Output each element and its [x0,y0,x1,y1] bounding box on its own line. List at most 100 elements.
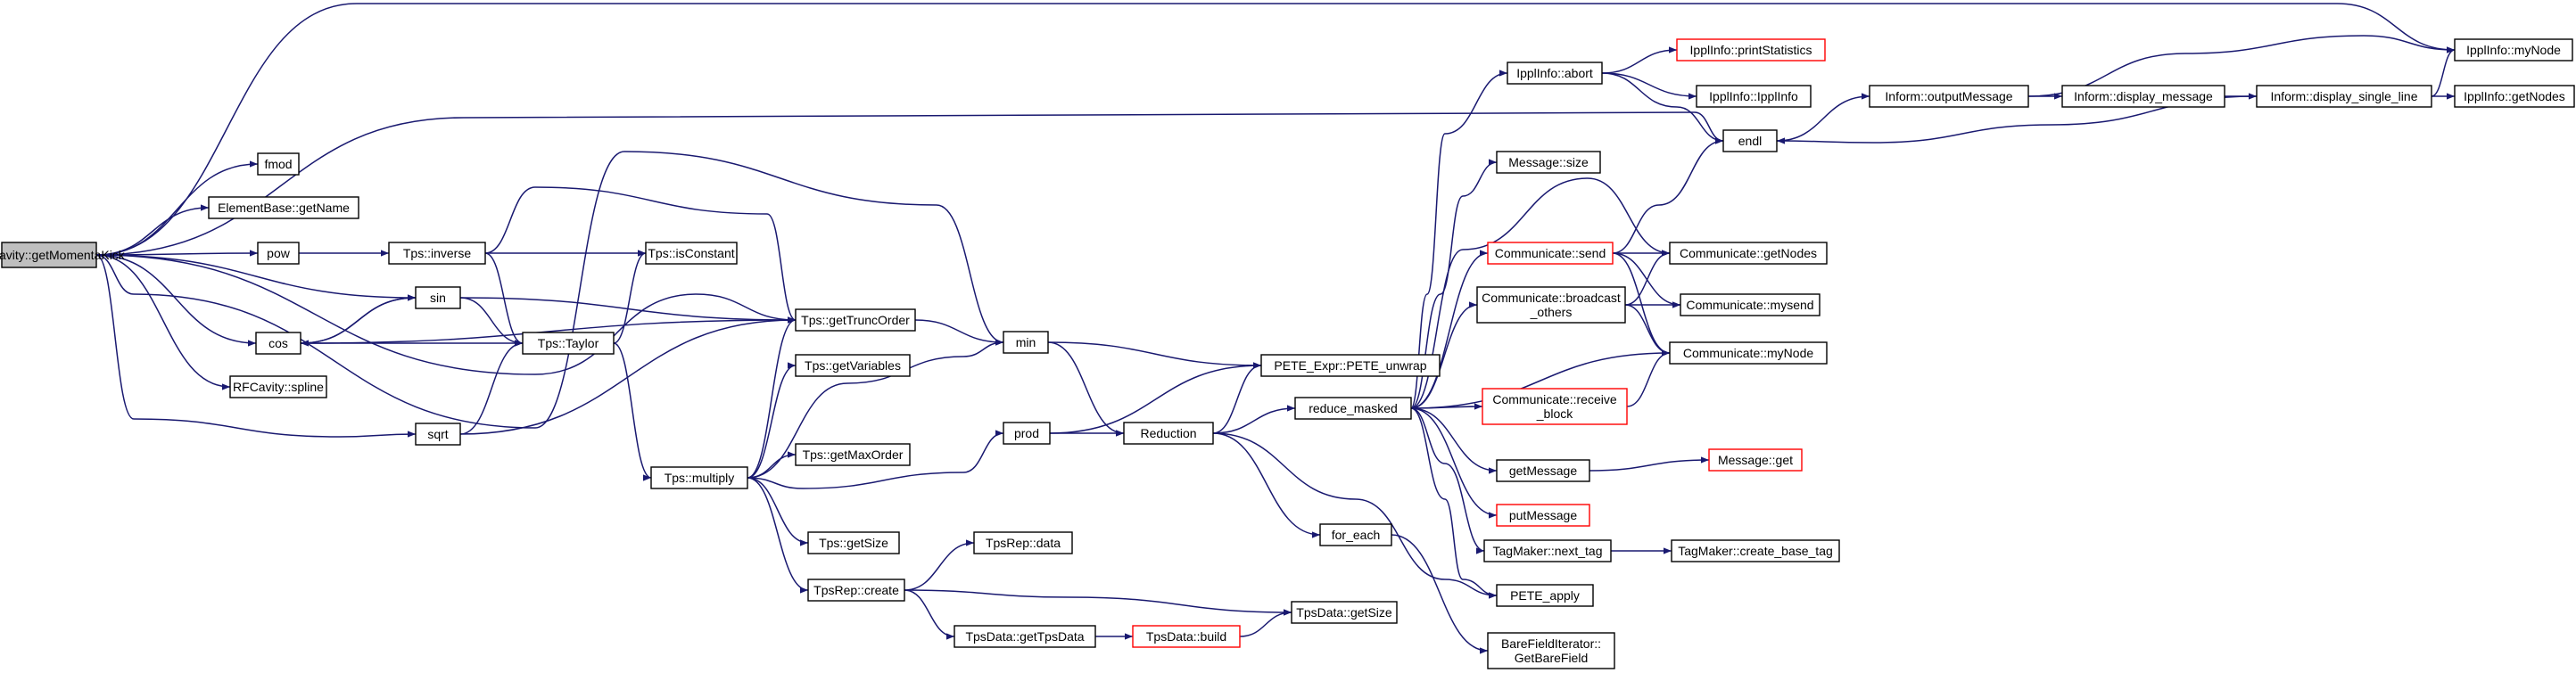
node-label: TagMaker::next_tag [1493,544,1603,558]
node-box [1708,448,1803,472]
node-ipplinfo-abort[interactable]: IpplInfo::abort [1507,62,1603,85]
node-label: _others [1530,305,1573,319]
node-label: IpplInfo::myNode [2466,43,2561,57]
edge-cos-to-trunc [300,316,797,344]
node-label: Reduction [1140,426,1196,440]
node-inform-display-single-line[interactable]: Inform::display_single_line [2256,85,2432,108]
edge-reduce-to-commnodes [1410,177,1671,409]
node-fmod[interactable]: fmod [257,152,300,176]
node-putmessage[interactable]: putMessage [1496,504,1590,527]
node-barefielditerator-getbarefield[interactable]: BareFieldIterator::GetBareField [1487,632,1615,669]
edge-repcreate-to-datasize [904,589,1292,616]
node-box [1123,422,1214,445]
node-box [795,308,916,332]
node-ipplinfo-mynode[interactable]: IpplInfo::myNode [2454,38,2573,62]
node-box [208,196,359,219]
node-box [645,242,738,265]
node-label: PETE_Expr::PETE_unwrap [1274,358,1426,373]
node-for-each[interactable]: for_each [1319,523,1392,546]
node-communicate-mysend[interactable]: Communicate::mysend [1680,293,1821,316]
edge-reduce-to-bcast [1410,301,1478,409]
node-ipplinfo-getnodes[interactable]: IpplInfo::getNodes [2454,85,2575,108]
node-tpsdata-gettpsdata[interactable]: TpsData::getTpsData [954,625,1096,648]
node-message-size[interactable]: Message::size [1496,151,1601,174]
node-label: Tps::inverse [403,246,471,260]
node-ipplinfo-ipplinfo[interactable]: IpplInfo::IpplInfo [1696,85,1812,108]
node-label: TagMaker::create_base_tag [1678,544,1833,558]
node-label: _block [1536,406,1573,421]
edge-bcast-to-commmynode [1624,304,1671,357]
node-communicate-broadcast-others[interactable]: Communicate::broadcast_others [1476,286,1626,324]
node-box [415,286,461,309]
node-sqrt[interactable]: sqrt [415,423,461,446]
node-box [388,242,486,265]
node-tpsrep-data[interactable]: TpsRep::data [973,531,1073,554]
node-label: endl [1738,134,1762,148]
node-communicate-mynode[interactable]: Communicate::myNode [1669,341,1828,365]
edge-root-to-spline [95,254,231,390]
node-tps-isconstant[interactable]: Tps::isConstant [645,242,738,265]
node-communicate-getnodes[interactable]: Communicate::getNodes [1669,242,1828,265]
edge-reduction-to-unwrap [1212,362,1262,434]
node-box [229,375,327,398]
node-rfcavity-getmomentakick[interactable]: RFCavity::getMomentaKick [0,242,126,268]
node-label: PETE_apply [1510,588,1580,603]
node-tpsdata-build[interactable]: TpsData::build [1132,625,1241,648]
node-elementbase-getname[interactable]: ElementBase::getName [208,196,359,219]
node-box [1487,632,1615,669]
node-tps-taylor[interactable]: Tps::Taylor [522,332,615,355]
edge-root-to-cos [95,254,257,347]
node-getmessage[interactable]: getMessage [1496,459,1590,482]
node-tps-getmaxorder[interactable]: Tps::getMaxOrder [795,443,911,466]
node-box [1869,85,2029,108]
edge-layer [95,3,2456,654]
node-pow[interactable]: pow [257,242,300,265]
node-label: Tps::getSize [819,536,888,550]
node-label: IpplInfo::IpplInfo [1709,89,1798,103]
node-box [2256,85,2432,108]
node-cos[interactable]: cos [255,332,301,355]
node-reduce-masked[interactable]: reduce_masked [1294,397,1412,420]
node-label: ElementBase::getName [218,201,350,215]
node-sin[interactable]: sin [415,286,461,309]
node-layer: RFCavity::getMomentaKick fmodElementBase:… [0,38,2575,669]
node-label: min [1016,335,1036,349]
node-inform-outputmessage[interactable]: Inform::outputMessage [1869,85,2029,108]
node-label: reduce_masked [1309,401,1398,415]
node-tps-gettruncorder[interactable]: Tps::getTruncOrder [795,308,916,332]
node-tps-getvariables[interactable]: Tps::getVariables [795,354,911,377]
edge-multiply-to-getsize [747,477,809,546]
node-box [807,531,900,554]
node-label: GetBareField [1515,651,1588,665]
node-message-get[interactable]: Message::get [1708,448,1803,472]
node-endl[interactable]: endl [1722,129,1778,152]
edge-root-to-sqrt [95,254,417,438]
node-inform-display-message[interactable]: Inform::display_message [2061,85,2225,108]
node-tpsrep-create[interactable]: TpsRep::create [807,579,905,602]
edge-repcreate-to-gettpsdata [904,589,955,640]
node-tps-getsize[interactable]: Tps::getSize [807,531,900,554]
node-box [1680,293,1821,316]
node-pete-expr-pete-unwrap[interactable]: PETE_Expr::PETE_unwrap [1260,354,1441,377]
node-tps-multiply[interactable]: Tps::multiply [650,466,748,489]
edge-trunc-to-min [914,319,1004,346]
node-box [415,423,461,446]
node-tps-inverse[interactable]: Tps::inverse [388,242,486,265]
node-tpsdata-getsize[interactable]: TpsData::getSize [1291,601,1398,624]
node-prod[interactable]: prod [1003,422,1051,445]
node-ipplinfo-printstatistics[interactable]: IpplInfo::printStatistics [1676,38,1826,62]
node-communicate-receive-block[interactable]: Communicate::receive_block [1482,388,1628,425]
node-tagmaker-next-tag[interactable]: TagMaker::next_tag [1483,539,1612,562]
node-communicate-send[interactable]: Communicate::send [1487,242,1614,265]
edge-prod-to-unwrap [1049,362,1262,434]
node-label: Communicate::broadcast [1482,291,1621,305]
node-pete-apply[interactable]: PETE_apply [1496,584,1594,607]
node-box [1294,397,1412,420]
node-reduction[interactable]: Reduction [1123,422,1214,445]
node-box [1132,625,1241,648]
node-min[interactable]: min [1003,331,1049,354]
edge-sin-to-taylor [459,297,524,347]
node-rfcavity-spline[interactable]: RFCavity::spline [229,375,327,398]
node-tagmaker-create-base-tag[interactable]: TagMaker::create_base_tag [1671,539,1840,562]
